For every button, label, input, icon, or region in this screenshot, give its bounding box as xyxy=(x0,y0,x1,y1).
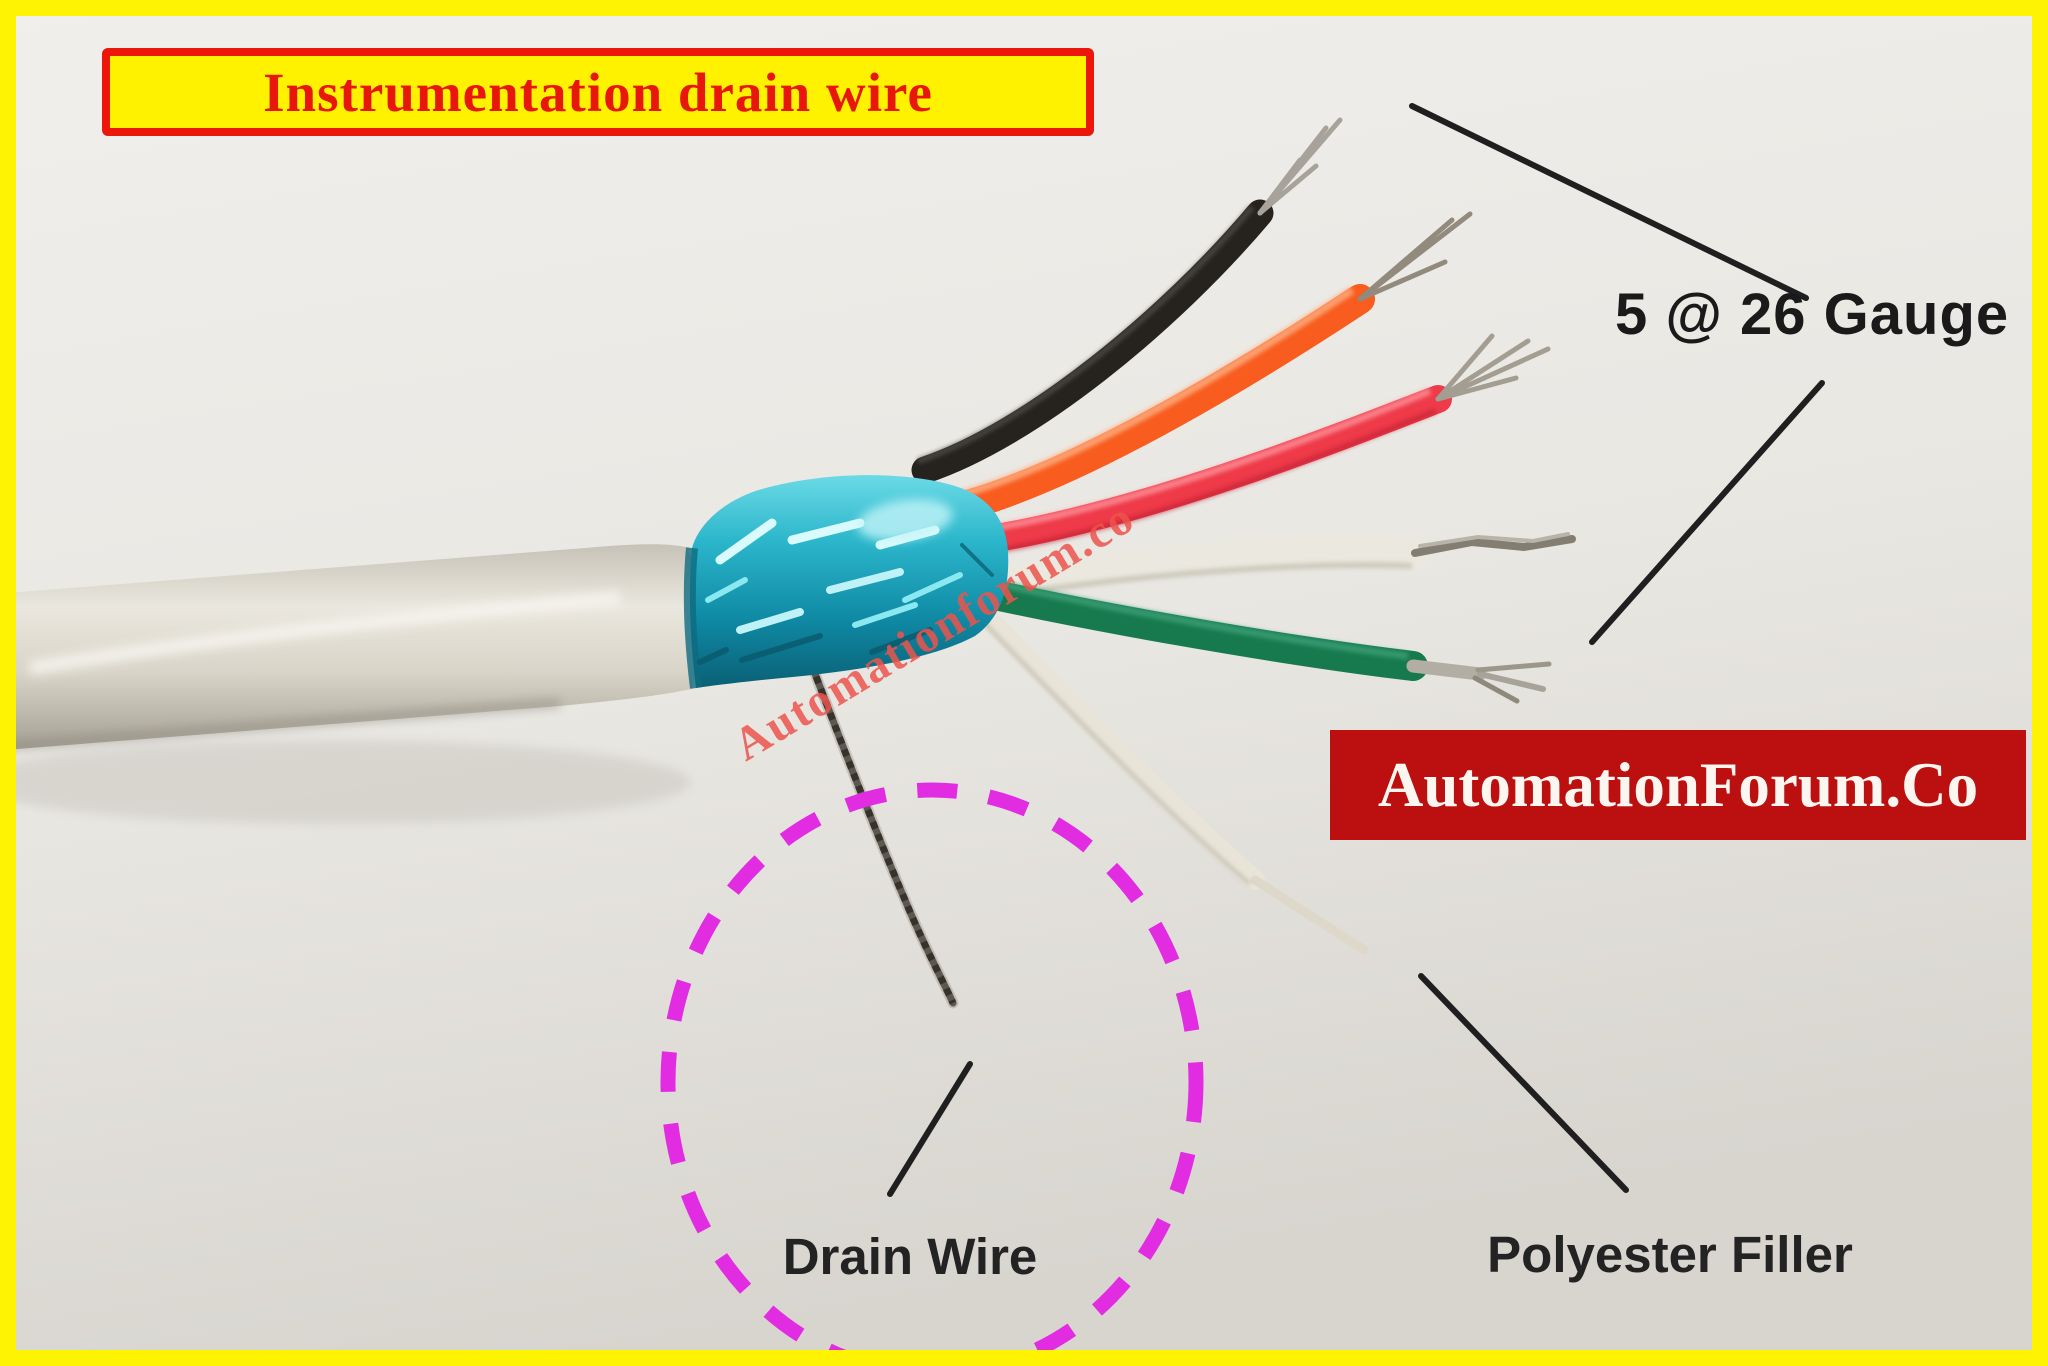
green-wire-strands xyxy=(1406,659,1552,704)
red-wire xyxy=(971,333,1551,555)
title-text: Instrumentation drain wire xyxy=(263,61,933,123)
brand-banner: AutomationForum.Co xyxy=(1330,730,2026,840)
drain-pointer xyxy=(887,1061,973,1197)
jacket-bottom-shadow xyxy=(0,698,561,751)
gauge-pointer-upper xyxy=(1409,103,1809,301)
white-wire xyxy=(970,532,1576,601)
title-box: Instrumentation drain wire xyxy=(102,48,1094,136)
polyester-filler-label: Polyester Filler xyxy=(1487,1226,1853,1283)
gauge-pointer-lower xyxy=(1589,380,1825,645)
black-wire xyxy=(911,117,1343,484)
green-wire xyxy=(935,570,1552,704)
foil-bright-spot xyxy=(857,499,953,541)
black-wire-strands xyxy=(1257,117,1343,216)
brand-banner-text: AutomationForum.Co xyxy=(1377,749,1979,820)
white-wire-strands xyxy=(1411,532,1576,557)
cable-jacket xyxy=(0,544,710,751)
gauge-label: 5 @ 26 Gauge xyxy=(1615,282,2010,347)
filler-pointer xyxy=(1418,973,1629,1193)
orange-wire-strands xyxy=(1357,211,1473,302)
cable-shadow xyxy=(0,740,690,824)
orange-wire xyxy=(953,211,1473,520)
drain-highlight-ellipse xyxy=(660,782,1204,1366)
foil-left-shadow xyxy=(683,547,702,689)
jacket-highlight xyxy=(28,591,621,675)
red-wire-strands xyxy=(1435,333,1551,402)
foil-shield xyxy=(683,475,1009,689)
drain-wire-label: Drain Wire xyxy=(782,1228,1038,1285)
pointer-lines xyxy=(887,103,1825,1197)
